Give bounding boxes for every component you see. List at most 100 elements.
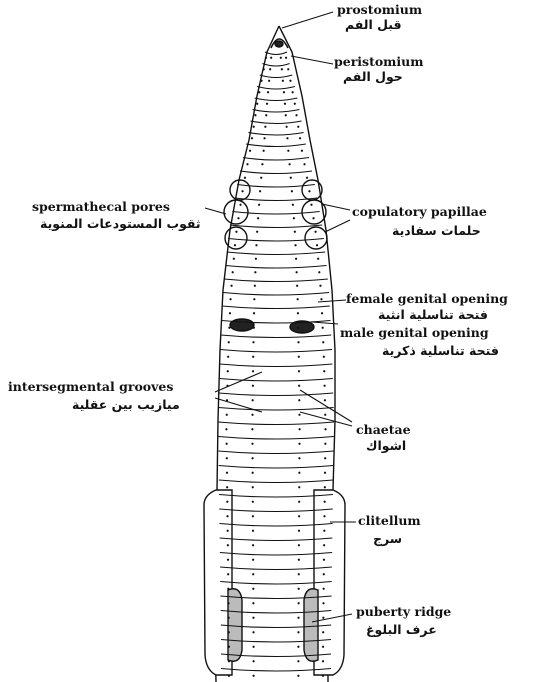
chaeta-dot bbox=[295, 258, 297, 260]
chaeta-dot bbox=[285, 114, 287, 116]
chaeta-dot bbox=[298, 414, 300, 416]
chaeta-dot bbox=[267, 91, 269, 93]
leader-prostomium bbox=[282, 12, 333, 28]
chaeta-dot bbox=[252, 356, 254, 358]
label-chaetae-ar: اشواك bbox=[366, 440, 406, 453]
chaeta-dot bbox=[285, 57, 287, 59]
leader-grooves-1 bbox=[215, 372, 262, 392]
chaeta-dot bbox=[286, 126, 288, 128]
puberty-ridge-left bbox=[228, 589, 242, 662]
intersegmental-groove bbox=[250, 121, 301, 124]
intersegmental-groove bbox=[232, 212, 319, 215]
chaeta-dot bbox=[297, 660, 299, 662]
chaeta-dot bbox=[226, 486, 228, 488]
chaeta-dot bbox=[308, 190, 310, 192]
chaeta-dot bbox=[283, 91, 285, 93]
chaeta-dot bbox=[317, 258, 319, 260]
chaeta-dot bbox=[234, 244, 236, 246]
intersegmental-groove bbox=[257, 87, 295, 90]
label-spermathecal-pores-en: spermathecal pores bbox=[32, 201, 170, 214]
chaeta-dot bbox=[254, 285, 256, 287]
intersegmental-groove bbox=[219, 393, 333, 396]
chaeta-dot bbox=[263, 68, 265, 70]
label-copulatory-papillae-en: copulatory papillae bbox=[352, 206, 487, 219]
chaeta-dot bbox=[261, 163, 263, 165]
chaeta-dot bbox=[252, 631, 254, 633]
chaeta-dot bbox=[269, 68, 271, 70]
chaeta-dot bbox=[265, 114, 267, 116]
chaeta-dot bbox=[226, 501, 228, 503]
chaeta-dot bbox=[322, 617, 324, 619]
chaeta-dot bbox=[323, 559, 325, 561]
chaeta-dot bbox=[264, 126, 266, 128]
intersegmental-groove bbox=[262, 64, 289, 67]
chaeta-dot bbox=[303, 163, 305, 165]
chaeta-dot bbox=[252, 544, 254, 546]
chaeta-dot bbox=[256, 231, 258, 233]
chaeta-dot bbox=[282, 80, 284, 82]
chaeta-dot bbox=[246, 163, 248, 165]
chaeta-dot bbox=[299, 137, 301, 139]
chaeta-dot bbox=[258, 204, 260, 206]
chaeta-dot bbox=[254, 114, 256, 116]
chaeta-dot bbox=[324, 414, 326, 416]
chaeta-dot bbox=[287, 150, 289, 152]
chaeta-dot bbox=[230, 285, 232, 287]
chaeta-dot bbox=[290, 177, 292, 179]
chaeta-dot bbox=[260, 177, 262, 179]
chaeta-dot bbox=[252, 588, 254, 590]
intersegmental-groove bbox=[219, 466, 334, 469]
chaeta-dot bbox=[228, 660, 230, 662]
chaeta-dot bbox=[227, 530, 229, 532]
intersegmental-groove bbox=[230, 225, 322, 228]
chaeta-dot bbox=[228, 675, 230, 677]
intersegmental-groove bbox=[219, 480, 333, 483]
chaeta-dot bbox=[249, 150, 251, 152]
chaeta-dot bbox=[251, 414, 253, 416]
chaeta-dot bbox=[286, 137, 288, 139]
leader-spermathecal-pores bbox=[205, 208, 226, 214]
chaeta-dot bbox=[296, 271, 298, 273]
chaeta-dot bbox=[322, 602, 324, 604]
intersegmental-groove bbox=[227, 252, 325, 255]
intersegmental-groove bbox=[218, 451, 333, 454]
chaeta-dot bbox=[227, 588, 229, 590]
chaeta-dot bbox=[298, 515, 300, 517]
chaeta-dot bbox=[252, 370, 254, 372]
chaeta-dot bbox=[258, 91, 260, 93]
chaeta-dot bbox=[239, 204, 241, 206]
chaeta-dot bbox=[255, 258, 257, 260]
label-clitellum-ar: سرج bbox=[373, 533, 402, 546]
chaeta-dot bbox=[324, 457, 326, 459]
chaeta-dot bbox=[323, 515, 325, 517]
chaeta-dot bbox=[322, 675, 324, 677]
intersegmental-groove bbox=[225, 266, 326, 269]
chaeta-dot bbox=[226, 385, 228, 387]
label-puberty-ridge-ar: عرف البلوغ bbox=[366, 624, 437, 637]
chaeta-dot bbox=[297, 341, 299, 343]
chaeta-dot bbox=[316, 244, 318, 246]
chaeta-dot bbox=[281, 68, 283, 70]
chaeta-dot bbox=[294, 103, 296, 105]
chaeta-dot bbox=[322, 646, 324, 648]
chaeta-dot bbox=[294, 244, 296, 246]
intersegmental-groove bbox=[246, 144, 306, 147]
label-prostomium-en: prostomium bbox=[337, 4, 422, 17]
label-intersegmental-grooves-ar: ميازيب بين عقلية bbox=[72, 399, 180, 412]
chaeta-dot bbox=[298, 443, 300, 445]
chaeta-dot bbox=[252, 573, 254, 575]
chaeta-dot bbox=[312, 217, 314, 219]
intersegmental-groove bbox=[220, 350, 332, 353]
label-prostomium-ar: قبل الفم bbox=[345, 19, 402, 32]
chaeta-dot bbox=[252, 399, 254, 401]
chaeta-dot bbox=[291, 190, 293, 192]
chaeta-dot bbox=[232, 271, 234, 273]
chaeta-dot bbox=[270, 57, 272, 59]
label-spermathecal-pores-ar: ثقوب المستودعات المنوية bbox=[40, 218, 201, 231]
chaeta-dot bbox=[293, 217, 295, 219]
chaeta-dot bbox=[228, 631, 230, 633]
intersegmental-groove bbox=[235, 198, 317, 201]
chaeta-dot bbox=[241, 190, 243, 192]
chaeta-dot bbox=[323, 530, 325, 532]
